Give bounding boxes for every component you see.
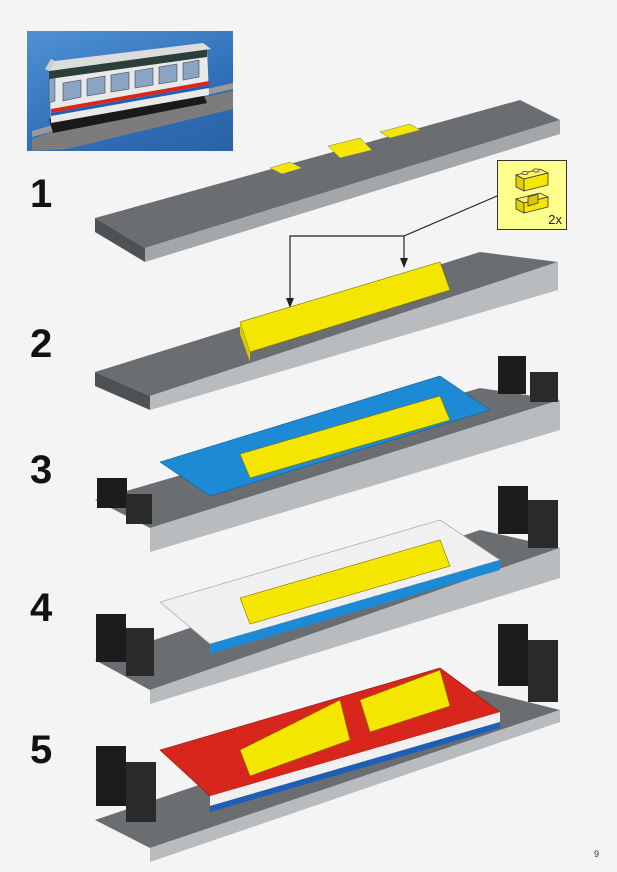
page-number: 9	[594, 849, 599, 859]
